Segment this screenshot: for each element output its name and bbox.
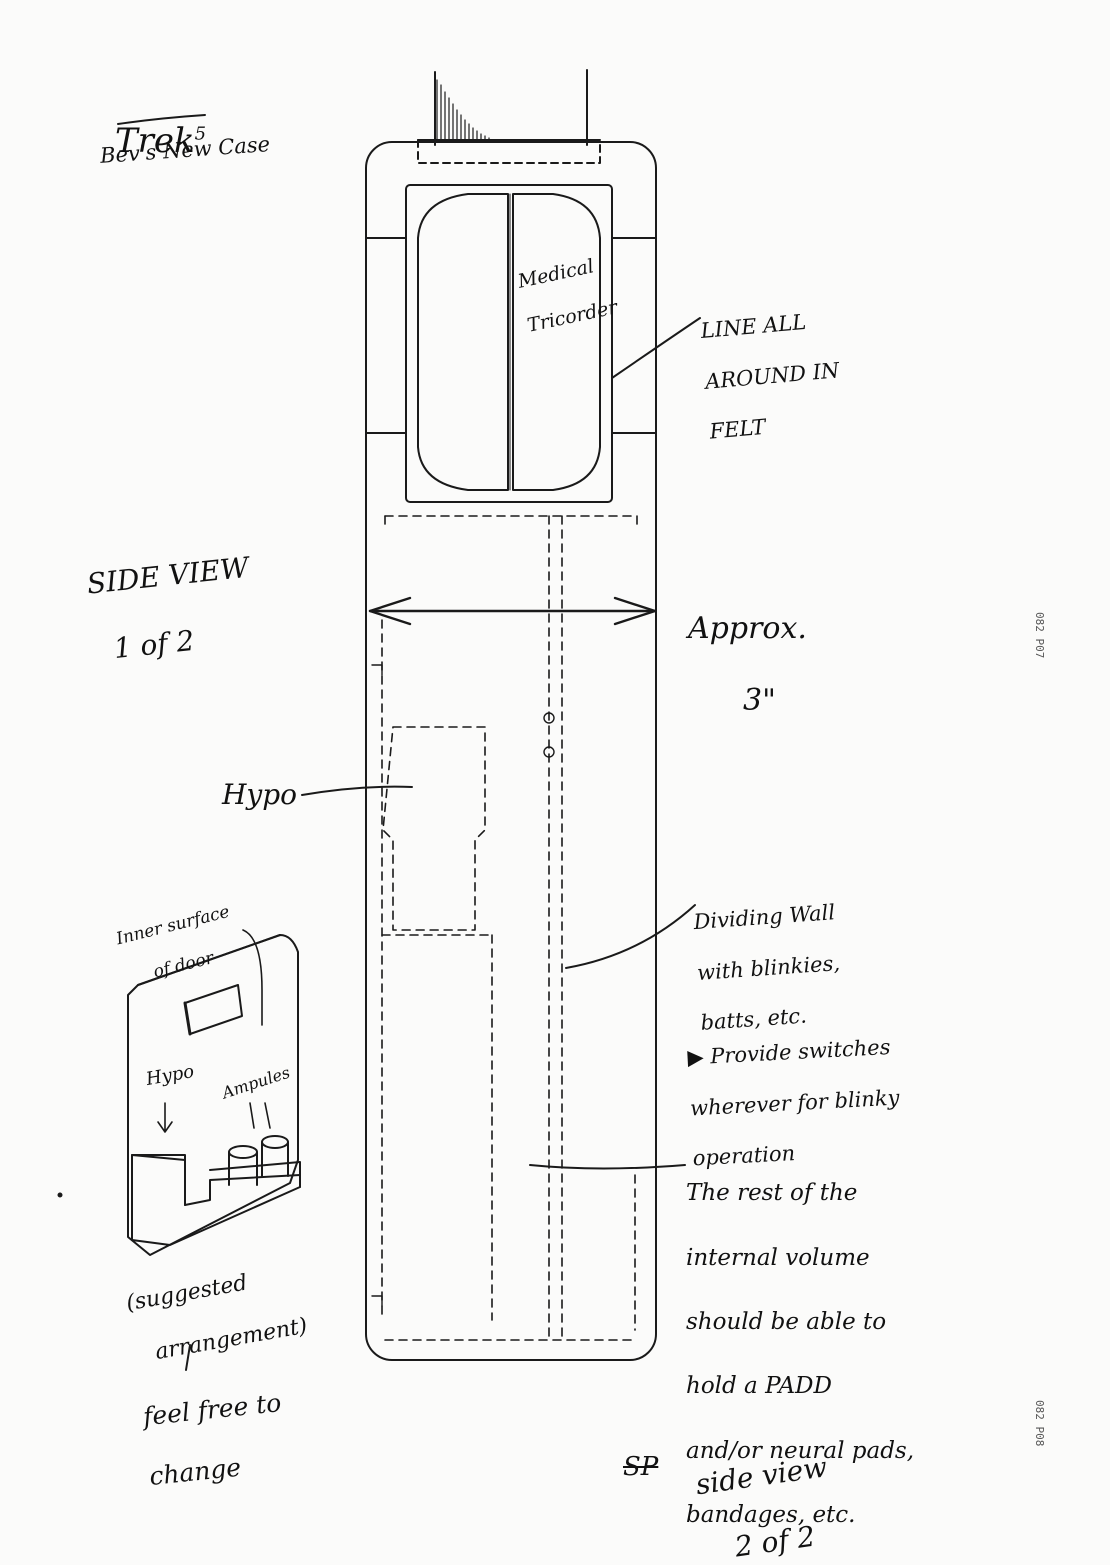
internal-volume-note: The rest of the internal volume should b… [686, 1145, 914, 1563]
felt-line2: AROUND IN [704, 357, 841, 394]
feel-free-line1: feel free to [141, 1388, 283, 1432]
switches-line1: ▶ Provide switches [686, 1035, 891, 1070]
width-line2: 3" [743, 683, 776, 718]
suggested-line1: (suggested [124, 1270, 250, 1317]
tricorder-pocket [405, 184, 613, 503]
switches-line2: wherever for blinky [689, 1085, 900, 1121]
side-view-2-prefix: SP [623, 1452, 659, 1482]
width-note: Approx. 3" [688, 575, 807, 755]
tricorder-line2: Tricorder [525, 296, 620, 338]
internal-line5: and/or neural pads, [686, 1437, 915, 1464]
title-text: Trek [115, 120, 195, 161]
side-view-2-label: side view 2 of 2 [689, 1417, 843, 1565]
tricorder-right-half [512, 193, 601, 491]
side-view-2-line2: 2 of 2 [732, 1519, 818, 1564]
margin-code-1: 082 P07 [1033, 612, 1046, 659]
door-sketch [127, 929, 301, 1256]
felt-line1: LINE ALL [699, 310, 808, 344]
internal-line3: should be able to [686, 1308, 887, 1335]
switches-line1-text: Provide switches [709, 1035, 891, 1069]
dividing-wall-line2: with blinkies, [696, 950, 841, 985]
internal-line6: bandages, etc. [686, 1502, 856, 1529]
side-view-1-line1: SIDE VIEW [85, 550, 251, 601]
width-line1: Approx. [688, 611, 807, 646]
width-arrow [368, 596, 657, 626]
internal-line1: The rest of the [686, 1180, 858, 1207]
margin-code-2: 082 P08 [1033, 1400, 1046, 1447]
hypo-label: Hypo [222, 778, 298, 811]
tricorder-line1: Medical [515, 255, 596, 293]
felt-note: LINE ALL AROUND IN FELT [698, 282, 847, 469]
internal-line4: hold a PADD [686, 1373, 832, 1400]
side-view-2-line1: side view [693, 1449, 829, 1501]
dividing-wall-line1: Dividing Wall [692, 900, 836, 935]
felt-line3: FELT [708, 414, 767, 444]
feel-free-line2: change [147, 1452, 243, 1492]
internal-line2: internal volume [686, 1244, 870, 1271]
tricorder-left-half [417, 193, 509, 491]
side-view-1-label: SIDE VIEW 1 of 2 [82, 517, 261, 701]
case-outline [365, 141, 657, 1361]
suggested-line2: arrangement) [153, 1313, 310, 1366]
leader-lines [301, 317, 701, 1170]
door-inner-line1: Inner surface [114, 902, 232, 950]
side-view-1-line2: 1 of 2 [112, 623, 196, 665]
door-inner-line2: of door [151, 948, 216, 983]
top-strap [417, 69, 601, 164]
title-superscript: 5 [194, 123, 207, 145]
interior-compartments [381, 515, 638, 1341]
feel-free-note: feel free to change [139, 1358, 293, 1522]
title: Trek5 [115, 80, 206, 162]
